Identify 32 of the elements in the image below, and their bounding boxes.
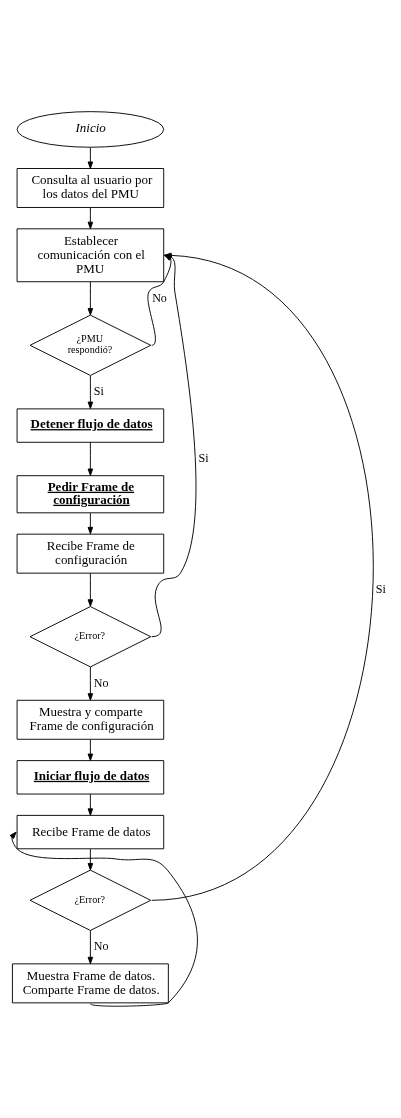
arrow bbox=[87, 441, 94, 476]
arrow bbox=[87, 930, 94, 965]
node-diamond: ¿Error? bbox=[29, 869, 152, 931]
edge-label: Si bbox=[375, 582, 386, 597]
node-box: Muestra Frame de datos. Comparte Frame de datos. bbox=[11, 963, 169, 1004]
node-box: Detener flujo de datos bbox=[16, 408, 165, 443]
node-diamond: ¿Error? bbox=[29, 606, 152, 668]
edge-label: Si bbox=[93, 384, 104, 399]
arrow bbox=[87, 207, 94, 230]
node-box: Muestra y comparte Frame de configuración bbox=[16, 699, 165, 740]
arrow bbox=[87, 572, 94, 607]
arrow bbox=[87, 739, 94, 761]
arrow bbox=[9, 831, 198, 1007]
edge-label: No bbox=[152, 290, 167, 305]
node-diamond: ¿PMU respondió? bbox=[29, 314, 152, 376]
arrow bbox=[87, 848, 94, 871]
arrow bbox=[87, 375, 94, 410]
node-box: Establecer comunicación con el PMU bbox=[16, 228, 165, 283]
node-box: Pedir Frame de configuración bbox=[16, 475, 165, 514]
node-box: Consulta al usuario por los datos del PMU bbox=[16, 168, 165, 208]
edge-label: No bbox=[93, 675, 109, 690]
arrow bbox=[87, 281, 94, 316]
node-ellipse: Inicio bbox=[16, 111, 165, 148]
node-box: Recibe Frame de configuración bbox=[16, 533, 165, 574]
node-box: Iniciar flujo de datos bbox=[16, 760, 165, 795]
arrow bbox=[87, 666, 94, 701]
arrow bbox=[87, 793, 94, 816]
edge-label: No bbox=[93, 939, 109, 954]
node-box: Recibe Frame de datos bbox=[16, 814, 165, 850]
arrow bbox=[87, 146, 94, 169]
edge-label: Si bbox=[198, 451, 209, 466]
arrow bbox=[87, 512, 94, 535]
